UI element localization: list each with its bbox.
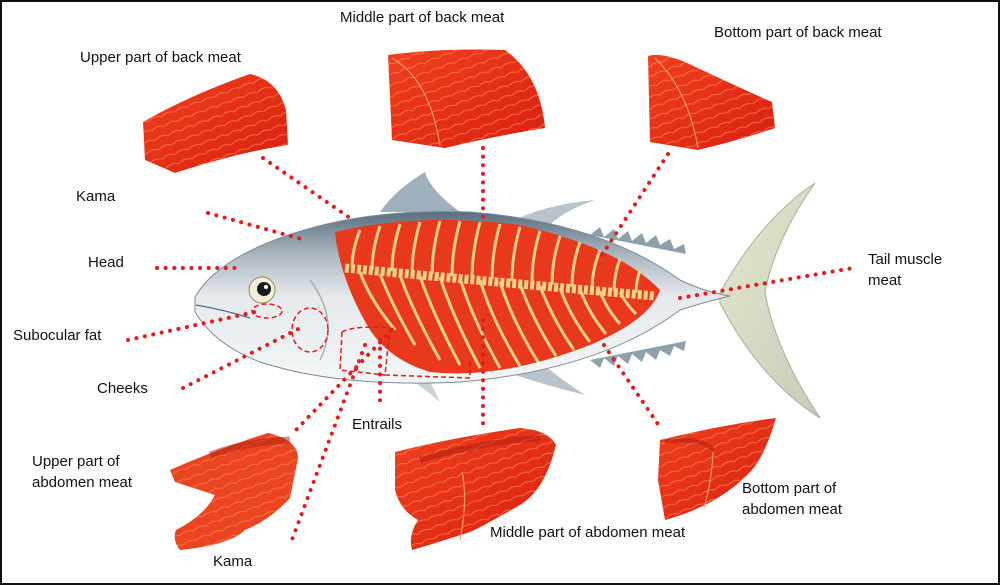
label-kama-top: Kama <box>76 188 116 205</box>
cut-upper-abdomen <box>170 433 298 550</box>
cut-upper-back <box>143 74 288 173</box>
label-subocular-fat: Subocular fat <box>13 327 102 344</box>
leader-kama-top <box>206 211 307 242</box>
label-bottom-abdomen-meat: Bottom part of abdomen meat <box>742 480 843 518</box>
label-upper-abdomen-meat: Upper part of abdomen meat <box>32 453 133 491</box>
label-head: Head <box>88 254 124 271</box>
leader-entrails-2 <box>294 328 394 432</box>
muscle-area <box>335 219 660 374</box>
leader-tail-muscle <box>678 266 855 300</box>
ribs <box>350 220 642 369</box>
label-tail-muscle-meat: Tail muscle meat <box>868 251 943 289</box>
leader-bottom-abdomen <box>602 343 664 432</box>
tail-fin <box>719 182 821 419</box>
cut-bottom-abdomen <box>658 418 776 520</box>
label-cheeks: Cheeks <box>97 380 148 397</box>
leader-upper-back <box>261 156 352 220</box>
leader-lines <box>126 146 855 547</box>
label-bottom-back-meat: Bottom part of back meat <box>714 24 882 41</box>
spine <box>344 263 656 301</box>
dashed-regions <box>251 303 471 379</box>
leader-bottom-back <box>598 152 670 260</box>
label-kama-bottom: Kama <box>213 553 253 570</box>
cut-middle-abdomen <box>395 428 556 550</box>
label-middle-back-meat: Middle part of back meat <box>340 9 505 26</box>
cut-middle-back <box>388 49 545 148</box>
tuna-fish <box>194 172 821 419</box>
cut-bottom-back <box>648 54 775 150</box>
label-middle-abdomen-meat: Middle part of abdomen meat <box>490 524 686 541</box>
label-entrails: Entrails <box>352 416 403 433</box>
first-dorsal-fin <box>380 172 460 212</box>
leader-cheeks <box>181 325 304 390</box>
label-upper-back-meat: Upper part of back meat <box>80 49 241 66</box>
leader-kama-bottom <box>288 343 367 547</box>
